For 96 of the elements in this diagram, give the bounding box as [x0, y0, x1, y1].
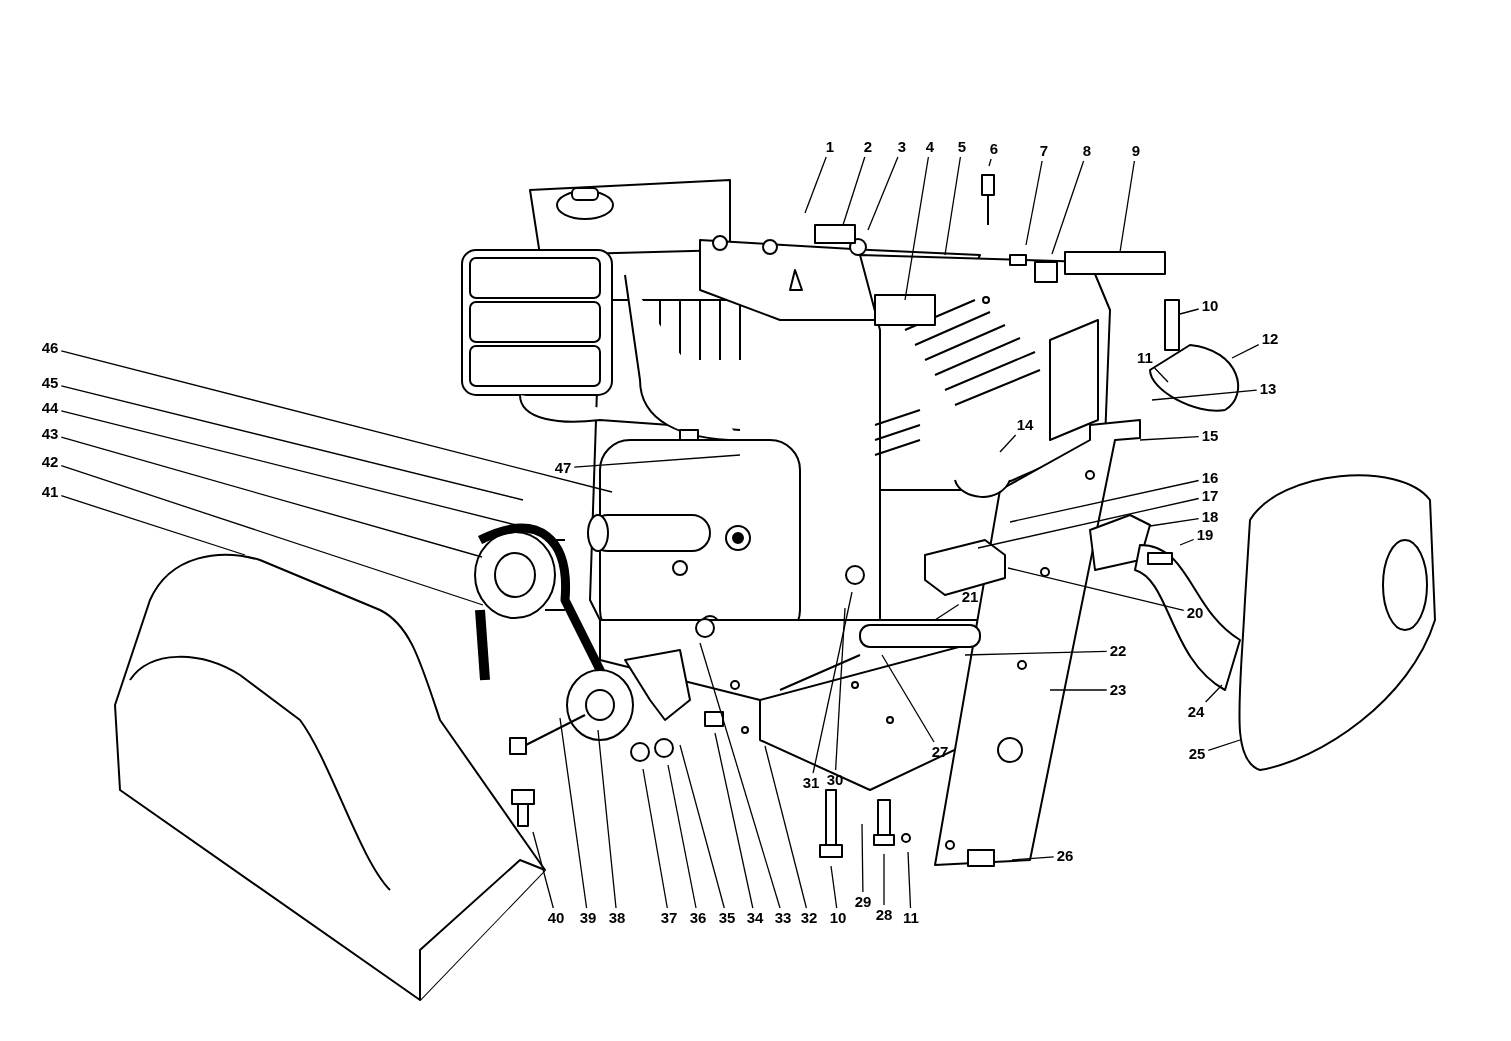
leader-line	[907, 851, 912, 909]
leader-line	[861, 823, 864, 893]
leader-line	[1153, 367, 1169, 383]
leader-line	[714, 732, 754, 909]
callout-number: 7	[1038, 143, 1050, 159]
callout-number: 4	[924, 139, 936, 155]
leader-line	[1009, 479, 1200, 523]
callout-number: 14	[1015, 417, 1035, 433]
leader-line	[867, 156, 899, 231]
callout-number: 42	[40, 454, 60, 470]
leader-line	[830, 865, 838, 909]
leader-line	[642, 768, 668, 909]
callout-number: 43	[40, 426, 60, 442]
callout-number: 17	[1200, 488, 1220, 504]
callout-number: 41	[40, 484, 60, 500]
callout-number: 31	[801, 775, 821, 791]
leader-line	[1025, 160, 1043, 246]
callout-number: 9	[1130, 143, 1142, 159]
leader-line	[977, 497, 1200, 549]
leader-line	[881, 654, 935, 743]
callout-number: 12	[1260, 331, 1280, 347]
callout-number: 5	[956, 139, 968, 155]
callout-number: 1	[824, 139, 836, 155]
callout-number: 33	[773, 910, 793, 926]
callout-number: 26	[1055, 848, 1075, 864]
callout-number: 10	[1200, 298, 1220, 314]
callout-number: 37	[659, 910, 679, 926]
leader-line	[1151, 389, 1258, 401]
leader-line	[699, 642, 781, 909]
leader-line	[1179, 308, 1200, 315]
callout-number: 15	[1200, 428, 1220, 444]
callout-number: 22	[1108, 643, 1128, 659]
leader-line	[883, 853, 885, 906]
callout-number: 24	[1186, 704, 1206, 720]
callout-number: 20	[1185, 605, 1205, 621]
leader-line	[1179, 538, 1195, 546]
leader-line	[904, 156, 930, 301]
leader-line	[934, 603, 960, 621]
leader-line	[60, 385, 524, 501]
leader-line	[60, 495, 246, 556]
leader-line	[1011, 856, 1055, 861]
leader-line	[60, 436, 483, 558]
callout-number: 11	[1136, 350, 1154, 366]
leader-line	[1207, 739, 1241, 751]
leader-line	[597, 729, 617, 909]
callout-number: 40	[546, 910, 566, 926]
callout-number: 18	[1200, 509, 1220, 525]
callout-number: 25	[1187, 746, 1207, 762]
callout-number: 36	[688, 910, 708, 926]
callout-number: 46	[40, 340, 60, 356]
callout-number: 27	[930, 744, 950, 760]
leader-line	[999, 434, 1017, 453]
callout-number: 39	[578, 910, 598, 926]
callout-number: 32	[799, 910, 819, 926]
callout-number: 13	[1258, 381, 1278, 397]
leader-line	[60, 465, 484, 606]
callout-number: 19	[1195, 527, 1215, 543]
callout-number: 35	[717, 910, 737, 926]
leader-line	[1149, 518, 1200, 527]
callout-number: 11	[902, 910, 920, 926]
callout-number: 29	[853, 894, 873, 910]
callout-number: 23	[1108, 682, 1128, 698]
callout-number: 44	[40, 400, 60, 416]
leader-line	[1204, 684, 1223, 703]
leader-line	[1139, 435, 1200, 441]
leader-line	[834, 607, 846, 771]
callout-number: 47	[553, 460, 573, 476]
leader-line	[804, 156, 827, 214]
callout-number: 2	[862, 139, 874, 155]
callout-number: 10	[828, 910, 848, 926]
callout-number: 21	[960, 589, 980, 605]
leader-line	[573, 454, 741, 468]
leader-line	[679, 744, 725, 909]
callout-number: 3	[896, 139, 908, 155]
leader-line	[1119, 160, 1136, 253]
leader-line	[559, 717, 588, 909]
callout-number: 6	[988, 141, 1000, 157]
leader-line	[764, 745, 808, 909]
callout-number: 28	[874, 907, 894, 923]
leader-line	[842, 156, 866, 226]
callout-number: 34	[745, 910, 765, 926]
callout-number: 8	[1081, 143, 1093, 159]
leader-line	[667, 764, 697, 909]
leader-line	[944, 156, 962, 256]
leader-line	[1007, 567, 1185, 611]
leader-line	[964, 650, 1108, 656]
callout-number: 16	[1200, 470, 1220, 486]
leader-line	[988, 158, 992, 167]
leader-line	[1231, 344, 1260, 359]
leader-line	[1049, 689, 1108, 691]
leader-line	[1051, 160, 1085, 255]
leader-line	[812, 591, 853, 774]
leader-line	[532, 831, 554, 909]
leader-line	[60, 350, 613, 493]
callout-number: 45	[40, 375, 60, 391]
callout-number: 38	[607, 910, 627, 926]
